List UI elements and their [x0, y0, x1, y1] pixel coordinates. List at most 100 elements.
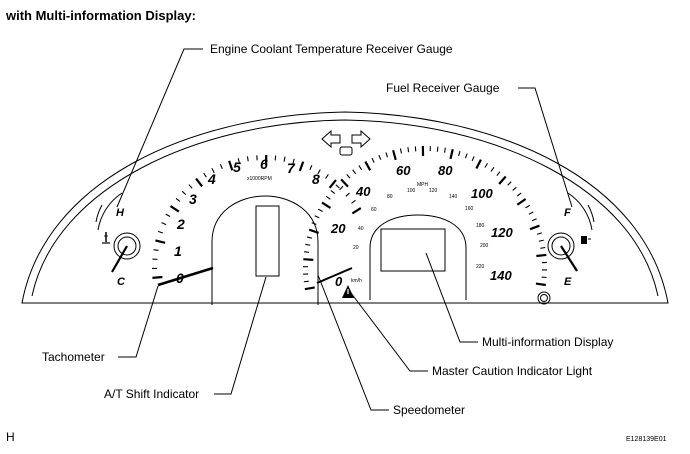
cluster-outline — [21, 111, 669, 304]
master-caution-label: Master Caution Indicator Light — [432, 364, 593, 378]
tach-tick — [188, 184, 193, 189]
kmh-number: 120 — [429, 188, 438, 194]
speedo-tick — [399, 148, 402, 154]
multi-information-display-screen — [380, 228, 446, 272]
tach-tick — [328, 179, 337, 189]
kmh-number: 160 — [465, 206, 474, 212]
speedo-tick — [346, 174, 351, 179]
tach-tick — [165, 213, 171, 218]
speedo-tick — [475, 159, 482, 169]
speedo-tick — [471, 156, 475, 162]
speedo-tick — [498, 175, 507, 185]
temp-hot-label: H — [116, 207, 125, 219]
tachometer-label: Tachometer — [42, 350, 105, 364]
speedo-tick — [458, 150, 461, 157]
tach-tick — [181, 190, 187, 196]
tachometer-dial: 0 1 2 3 4 5 6 7 8 x1000RPM — [151, 154, 362, 287]
at-shift-label: A/T Shift Indicator — [104, 387, 199, 401]
speedo-tick — [535, 282, 546, 287]
fuel-full-label: F — [564, 207, 571, 219]
speedo-tick — [304, 251, 310, 253]
tach-tick — [195, 177, 203, 188]
speedo-tick — [490, 166, 495, 172]
speedo-tick — [464, 153, 468, 159]
tach-number: 1 — [174, 243, 182, 259]
speedo-tick — [314, 215, 320, 219]
mph-number: 0 — [335, 274, 343, 289]
speedo-tick — [385, 152, 389, 158]
mph-unit: MPH — [417, 182, 429, 188]
speedo-tick — [303, 280, 309, 283]
tach-number: 5 — [233, 159, 241, 175]
tach-tick — [339, 185, 344, 191]
tach-tick — [203, 172, 207, 178]
kmh-number: 40 — [358, 226, 364, 232]
kmh-number: 60 — [371, 207, 377, 213]
speedo-tick — [364, 161, 372, 171]
speedo-tick — [436, 146, 439, 152]
speedo-tick — [496, 171, 501, 177]
kmh-number: 180 — [476, 223, 485, 229]
tach-tick — [219, 163, 223, 170]
footer-section-letter: H — [6, 430, 15, 444]
speedo-tick — [516, 192, 522, 197]
speedo-tick — [538, 239, 544, 242]
tach-tick — [309, 164, 313, 170]
speedo-tick — [321, 201, 332, 209]
tach-tick — [351, 207, 362, 215]
mph-number: 60 — [396, 163, 411, 178]
tach-tick — [211, 168, 215, 173]
tach-tick — [175, 197, 181, 202]
speedo-tick — [536, 232, 542, 235]
at-shift-indicator-window — [255, 205, 280, 277]
speedo-tick — [443, 147, 446, 153]
fuel-gauge: F E — [547, 192, 595, 288]
speedo-tick — [304, 286, 315, 291]
tach-tick — [169, 205, 180, 213]
mph-number: 80 — [438, 163, 453, 178]
temperature-gauge: H C — [95, 192, 141, 288]
kmh-number: 80 — [387, 194, 393, 200]
tach-tick — [351, 199, 356, 204]
tach-needle — [157, 266, 214, 287]
speedo-tick — [371, 157, 375, 163]
coolant-thermometer-icon — [102, 232, 110, 244]
speedo-tick — [305, 243, 311, 246]
speedo-tick — [516, 198, 527, 206]
speedo-tick — [407, 147, 410, 153]
tach-tick — [246, 156, 249, 162]
speedo-tick — [525, 204, 530, 209]
tach-tick — [345, 192, 350, 197]
tach-unit: x1000RPM — [247, 176, 272, 182]
speedo-tick — [303, 258, 314, 262]
speedo-tick — [340, 178, 349, 188]
speedo-tick — [540, 246, 546, 249]
fuel-gauge-label: Fuel Receiver Gauge — [386, 81, 500, 95]
tach-number: 2 — [176, 216, 185, 232]
at-shift-leader — [214, 276, 267, 395]
tach-number: 8 — [312, 171, 320, 187]
mph-number: 40 — [355, 184, 371, 199]
tach-tick — [161, 222, 167, 226]
speedo-tick — [325, 195, 331, 200]
speedo-tick — [449, 148, 454, 160]
trip-reset-knob — [537, 291, 551, 305]
cluster-inner-bezel — [31, 119, 659, 297]
speedo-tick — [392, 149, 397, 161]
mph-number: 140 — [490, 268, 512, 283]
kmh-number: 140 — [449, 194, 458, 200]
tach-tick — [152, 275, 163, 279]
speedo-tick — [306, 236, 312, 239]
speedo-tick — [528, 211, 534, 215]
speedo-tick — [352, 169, 357, 175]
mph-number: 100 — [471, 186, 493, 201]
temp-cold-label: C — [117, 276, 126, 288]
kmh-number: 200 — [480, 243, 489, 249]
tach-tick — [237, 158, 240, 164]
fuel-empty-label: E — [564, 276, 572, 288]
tach-tick — [317, 169, 321, 175]
speedo-tick — [512, 186, 517, 191]
kmh-unit: km/h — [351, 278, 362, 284]
kmh-number: 100 — [407, 188, 416, 194]
kmh-number: 220 — [476, 264, 485, 270]
